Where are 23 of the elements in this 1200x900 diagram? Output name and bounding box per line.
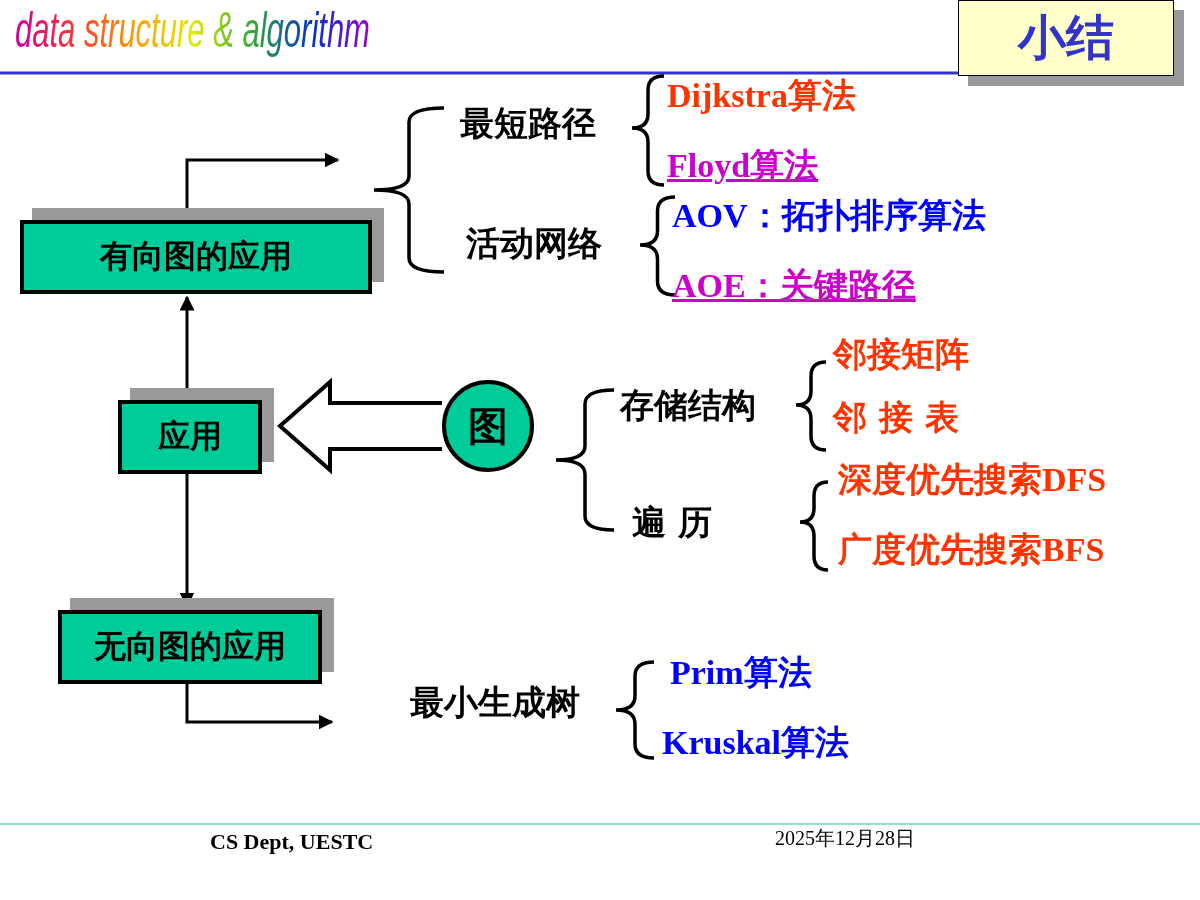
node-text: 无向图的应用 bbox=[94, 626, 286, 667]
topic-text: 存储结构 bbox=[620, 386, 756, 426]
item-text: 邻接矩阵 bbox=[833, 335, 969, 375]
footer-text: CS Dept, UESTC bbox=[210, 829, 374, 855]
algorithm-text: Kruskal算法 bbox=[662, 723, 850, 763]
link-text: Floyd算法 bbox=[667, 146, 819, 186]
arrow bbox=[185, 684, 334, 730]
node-text: 图 bbox=[468, 401, 508, 451]
date-text: 2025年12月28日 bbox=[775, 827, 915, 850]
node-text: 应用 bbox=[158, 416, 222, 457]
hollow-arrow bbox=[276, 377, 444, 475]
algorithm-text: Prim算法 bbox=[670, 653, 812, 693]
topic-text: 最短路径 bbox=[460, 104, 596, 144]
link-text: AOE：关键路径 bbox=[672, 266, 916, 306]
node-text: 有向图的应用 bbox=[100, 236, 292, 277]
topic-text: 最小生成树 bbox=[410, 683, 580, 723]
algorithm-text: AOV：拓扑排序算法 bbox=[672, 196, 986, 236]
algorithm-text: 广度优先搜索BFS bbox=[838, 530, 1105, 570]
algorithm-text: Dijkstra算法 bbox=[667, 76, 856, 116]
topic-text: 遍 历 bbox=[632, 503, 712, 543]
item-text: 邻 接 表 bbox=[833, 398, 959, 438]
topic-text: 活动网络 bbox=[466, 224, 602, 264]
algorithm-text: 深度优先搜索DFS bbox=[838, 460, 1107, 500]
